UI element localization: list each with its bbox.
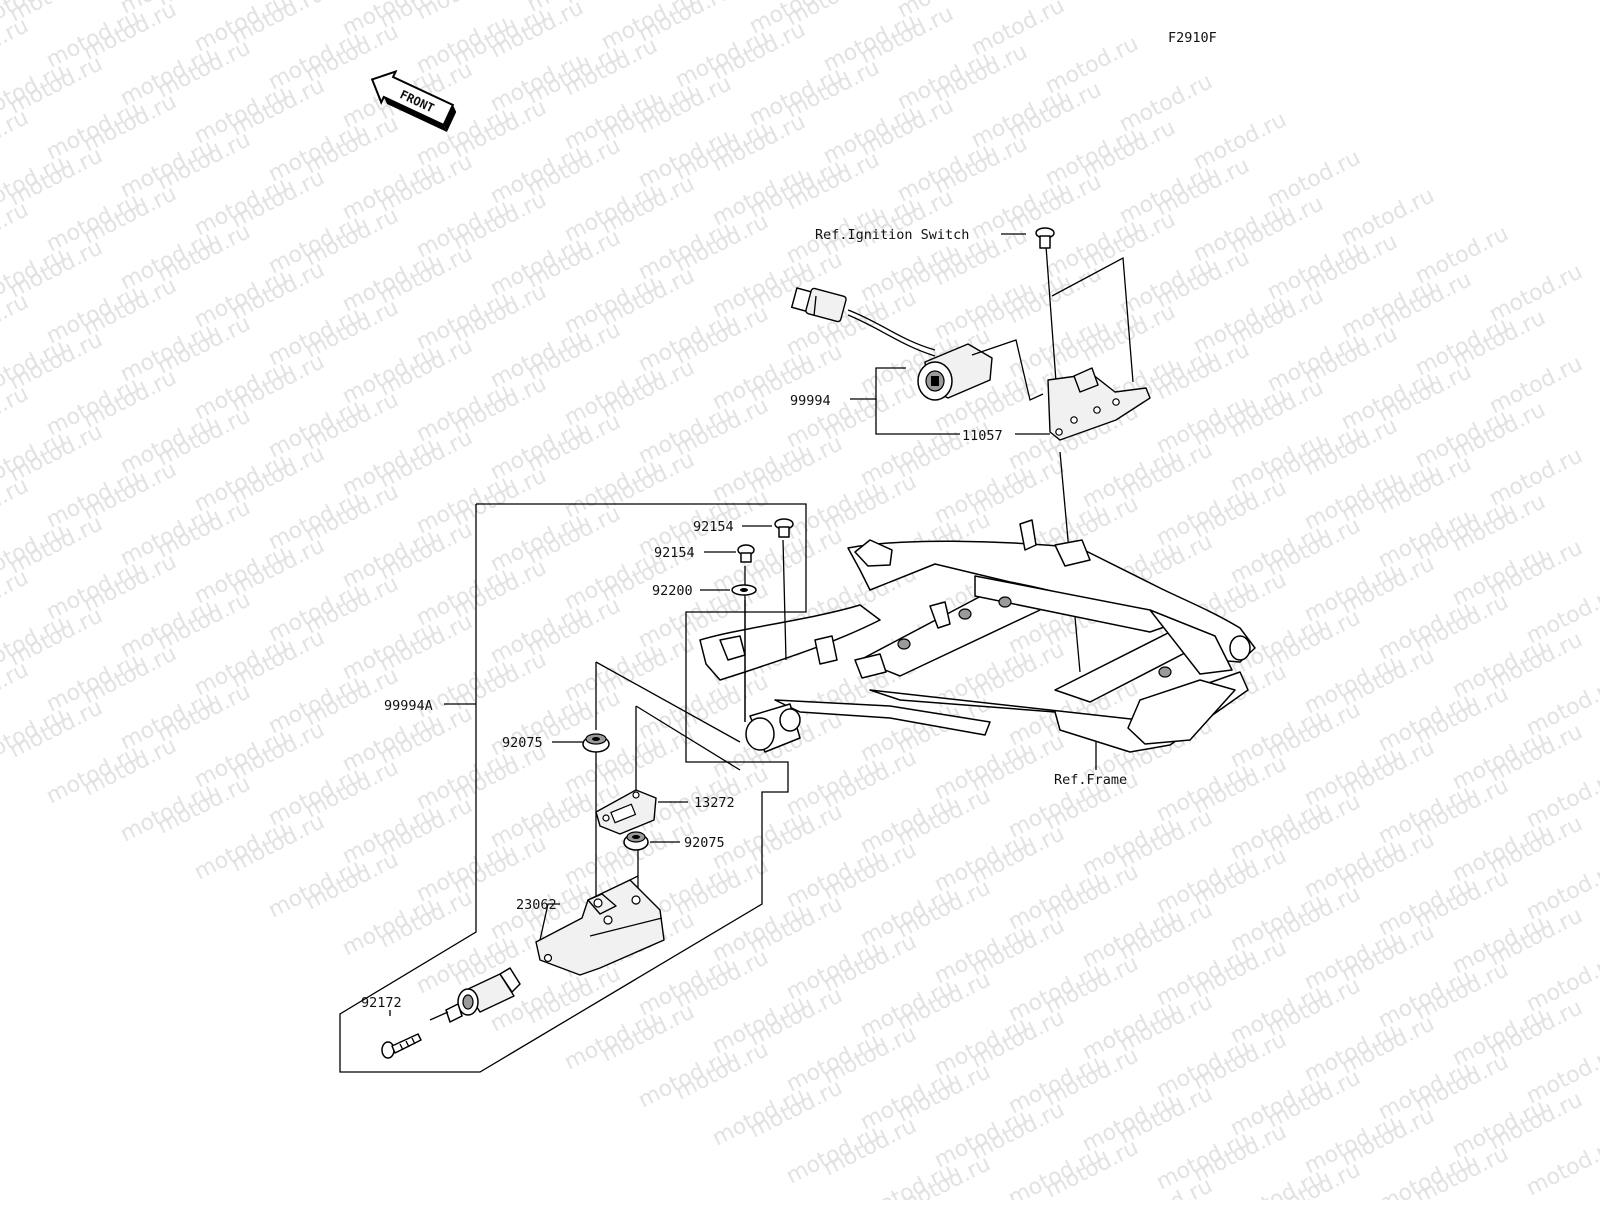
- watermark-text: motod.ru: [0, 13, 33, 81]
- label-ref-ignition-switch: Ref.Ignition Switch: [815, 227, 969, 243]
- grommet-92075-b-icon: [623, 831, 649, 851]
- label-23062: 23062: [516, 897, 557, 913]
- watermark-text: motod.ru: [0, 473, 33, 541]
- watermark-text: motod.ru: [0, 197, 33, 265]
- group-diagonal-b: [635, 705, 741, 771]
- ignition-wire: [847, 309, 936, 351]
- watermark-text: motod.ru: [1374, 1149, 1475, 1200]
- bracket-23062-icon: [535, 879, 665, 976]
- label-13272: 13272: [694, 795, 735, 811]
- group-diagonal-a: [595, 661, 741, 743]
- ignition-switch-icon: [917, 343, 993, 401]
- bracket-99994-bottom: [875, 399, 960, 435]
- bracket-99994-top: [850, 367, 906, 400]
- screw-icon: [1035, 227, 1055, 249]
- bolt-92154-a-icon: [774, 518, 794, 538]
- label-99994A: 99994A: [384, 698, 433, 714]
- grommet-92075-a-icon: [582, 733, 610, 753]
- leader-23062: [539, 903, 560, 941]
- label-ref-frame: Ref.Frame: [1054, 772, 1127, 788]
- diagram-code: F2910F: [1168, 30, 1217, 46]
- frame-icon: [699, 519, 1256, 753]
- group-99994A-boundary: [339, 503, 807, 1073]
- washer-92200-icon: [731, 584, 757, 596]
- centerline-92154-a: [782, 539, 787, 661]
- watermark-text: motod.ru: [0, 289, 33, 357]
- label-92154-a: 92154: [693, 519, 734, 535]
- plate-13272-icon: [595, 789, 657, 835]
- label-92200: 92200: [652, 583, 693, 599]
- screw-92172-icon: [381, 1033, 422, 1059]
- watermark-text: motod.ru: [1226, 1165, 1327, 1200]
- connector-icon: [790, 287, 847, 323]
- label-92172: 92172: [361, 995, 402, 1011]
- watermark-text: motod.ru: [1522, 1133, 1600, 1200]
- bracket-plate-11057-icon: [971, 256, 1151, 441]
- label-92075-a: 92075: [502, 735, 543, 751]
- lock-cylinder-icon: [429, 967, 521, 1023]
- label-92154-b: 92154: [654, 545, 695, 561]
- watermark-text: motod.ru: [0, 381, 33, 449]
- watermark-text: motod.ru: [0, 105, 33, 173]
- label-99994: 99994: [790, 393, 831, 409]
- label-92075-b: 92075: [684, 835, 725, 851]
- bolt-92154-b-icon: [737, 544, 755, 563]
- watermark-text: motod.ru: [0, 657, 33, 725]
- label-11057: 11057: [962, 428, 1003, 444]
- watermark-text: motod.ru: [0, 565, 33, 633]
